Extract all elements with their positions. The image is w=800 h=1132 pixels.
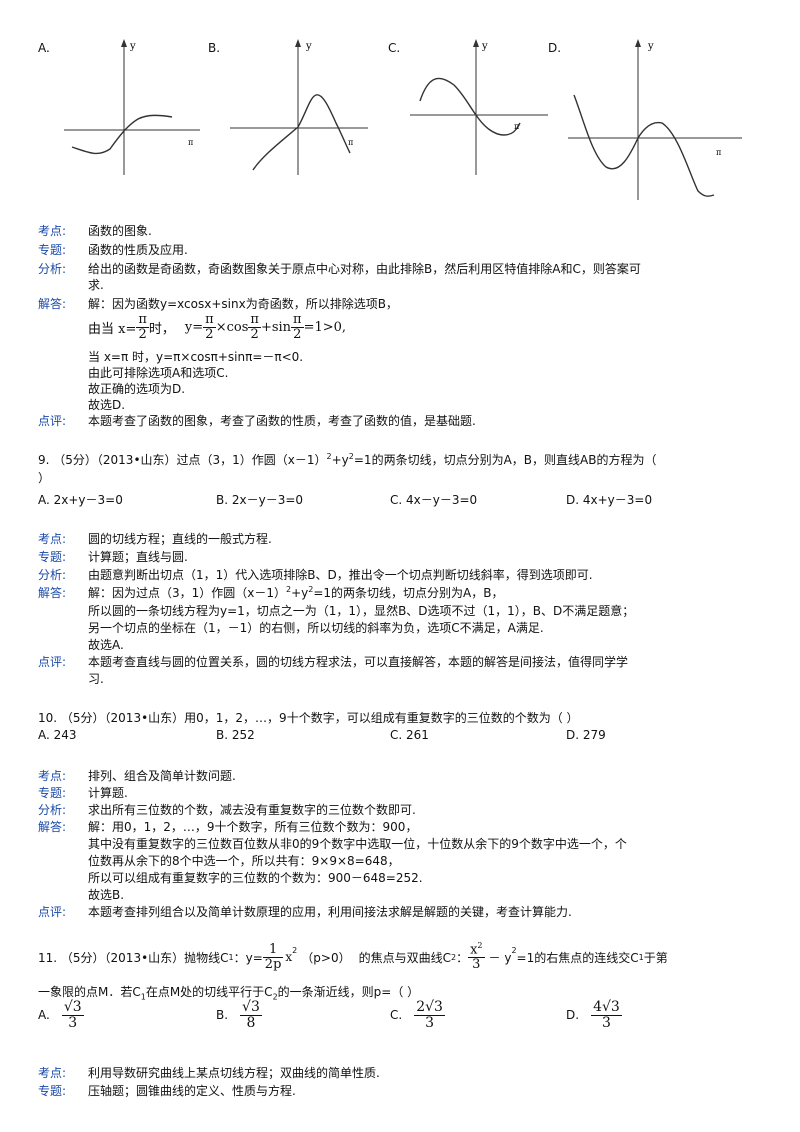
jieda-line-6: 故选D. <box>88 398 126 412</box>
kaodian-text: 函数的图象. <box>88 224 152 238</box>
graph-c: y π <box>410 39 548 175</box>
fenxi-text: 给出的函数是奇函数，奇函数图象关于原点中心对称，由此排除B，然后利用区特值排除A… <box>88 262 641 276</box>
zhuanti-label: 专题: <box>38 550 67 564</box>
formula-text: =1>0, <box>303 319 347 335</box>
zhuanti-text: 函数的性质及应用. <box>88 243 188 257</box>
graph-label-b: B. <box>208 41 221 55</box>
kaodian-label: 考点: <box>38 532 67 546</box>
zhuanti-label: 专题: <box>38 786 67 800</box>
dianping-text: 本题考查了函数的图象，考查了函数的性质，考查了函数的值，是基础题. <box>88 414 476 428</box>
zhuanti-text: 计算题. <box>88 786 128 800</box>
jieda-label: 解答: <box>38 297 67 311</box>
pi-label: π <box>188 138 193 147</box>
pi-label: π <box>348 138 353 147</box>
question-10-stem: 10. （5分）（2013•山东）用0，1，2，…，9十个数字，可以组成有重复数… <box>38 711 579 725</box>
formula-text: ×cos <box>215 319 249 335</box>
jieda-line-3: 当 x=π 时，y=π×cosπ+sinπ=－π<0. <box>88 350 304 364</box>
jieda-line-5: 故选B. <box>88 888 125 902</box>
jieda-line-1: 解：因为函数y=xcosx+sinx为奇函数，所以排除选项B， <box>88 297 398 311</box>
jieda-line-4: 故选A. <box>88 638 124 652</box>
dianping-label: 点评: <box>38 905 67 919</box>
jieda-label: 解答: <box>38 586 67 600</box>
question-9-stem-2: ） <box>38 471 51 485</box>
jieda-label: 解答: <box>38 820 67 834</box>
q9-option-b[interactable]: B. 2x－y－3=0 <box>216 493 304 507</box>
graph-label-a: A. <box>38 41 50 55</box>
fenxi-label: 分析: <box>38 262 67 276</box>
graph-label-c: C. <box>388 41 401 55</box>
graph-label-d: D. <box>548 41 562 55</box>
jieda-line-1: 解：用0，1，2，…，9十个数字，所有三位数个数为：900， <box>88 820 418 834</box>
zhuanti-label: 专题: <box>38 1084 67 1098</box>
y-axis-label: y <box>481 41 488 52</box>
dianping-label: 点评: <box>38 655 67 669</box>
graph-d: y π <box>568 39 742 200</box>
q10-option-a[interactable]: A. 243 <box>38 728 77 742</box>
formula-text: y= <box>184 319 204 335</box>
kaodian-text: 利用导数研究曲线上某点切线方程；双曲线的简单性质. <box>88 1066 380 1080</box>
kaodian-label: 考点: <box>38 769 67 783</box>
zhuanti-text: 压轴题；圆锥曲线的定义、性质与方程. <box>88 1084 296 1098</box>
formula-text: 由当 x= <box>88 321 137 337</box>
pi-label: π <box>716 148 721 157</box>
q10-option-d[interactable]: D. 279 <box>566 728 606 742</box>
kaodian-text: 圆的切线方程；直线的一般式方程. <box>88 532 272 546</box>
jieda-line-1: 解：因为过点（3，1）作圆（x－1）2+y2=1的两条切线，切点分别为A，B， <box>88 585 504 600</box>
y-axis-label: y <box>647 41 654 52</box>
jieda-line-3: 另一个切点的坐标在（1，－1）的右侧，所以切线的斜率为负，选项C不满足，A满足. <box>88 621 544 635</box>
y-axis-label: y <box>129 41 136 52</box>
q10-option-b[interactable]: B. 252 <box>216 728 255 742</box>
jieda-line-2: 其中没有重复数字的三位数百位数从非0的9个数字中选取一位，十位数从余下的9个数字… <box>88 837 627 851</box>
jieda-line-3: 位数再从余下的8个中选一个，所以共有：9×9×8=648， <box>88 854 400 868</box>
jieda-line-4: 所以可以组成有重复数字的三位数的个数为：900－648=252. <box>88 871 423 885</box>
fenxi-text: 求出所有三位数的个数，减去没有重复数字的三位数个数即可. <box>88 803 416 817</box>
dianping-text-2: 习. <box>88 672 104 686</box>
fenxi-label: 分析: <box>38 568 67 582</box>
kaodian-label: 考点: <box>38 1066 67 1080</box>
dianping-text: 本题考查排列组合以及简单计数原理的应用，利用间接法求解是解题的关键，考查计算能力… <box>88 905 572 919</box>
graph-b: y π <box>230 39 368 175</box>
jieda-line-4: 由此可排除选项A和选项C. <box>88 366 229 380</box>
question-11-stem-2: 一象限的点M．若C1在点M处的切线平行于C2的一条渐近线，则p=（ ） <box>38 985 420 1002</box>
fenxi-label: 分析: <box>38 803 67 817</box>
formula-text: 时， <box>148 321 175 337</box>
fenxi-text-2: 求. <box>88 278 104 292</box>
q9-option-c[interactable]: C. 4x－y－3=0 <box>390 493 478 507</box>
jieda-line-2: 所以圆的一条切线方程为y=1，切点之一为（1，1），显然B、D选项不过（1，1）… <box>88 604 635 618</box>
graph-a: y π <box>64 39 200 175</box>
pi-label: π <box>514 122 519 131</box>
formula-text: +sin <box>260 319 292 335</box>
dianping-text: 本题考查直线与圆的位置关系，圆的切线方程求法，可以直接解答，本题的解答是间接法，… <box>88 655 629 669</box>
kaodian-text: 排列、组合及简单计数问题. <box>88 769 236 783</box>
q9-option-d[interactable]: D. 4x+y－3=0 <box>566 493 653 507</box>
y-axis-label: y <box>305 41 312 52</box>
dianping-label: 点评: <box>38 414 67 428</box>
zhuanti-label: 专题: <box>38 243 67 257</box>
fenxi-text: 由题意判断出切点（1，1）代入选项排除B、D，推出令一个切点判断切线斜率，得到选… <box>88 568 593 582</box>
jieda-line-5: 故正确的选项为D. <box>88 382 186 396</box>
q9-option-a[interactable]: A. 2x+y－3=0 <box>38 493 123 507</box>
kaodian-label: 考点: <box>38 224 67 238</box>
zhuanti-text: 计算题；直线与圆. <box>88 550 188 564</box>
q10-option-c[interactable]: C. 261 <box>390 728 429 742</box>
question-9-stem: 9. （5分）（2013•山东）过点（3，1）作圆（x－1）2+y2=1的两条切… <box>38 452 657 467</box>
